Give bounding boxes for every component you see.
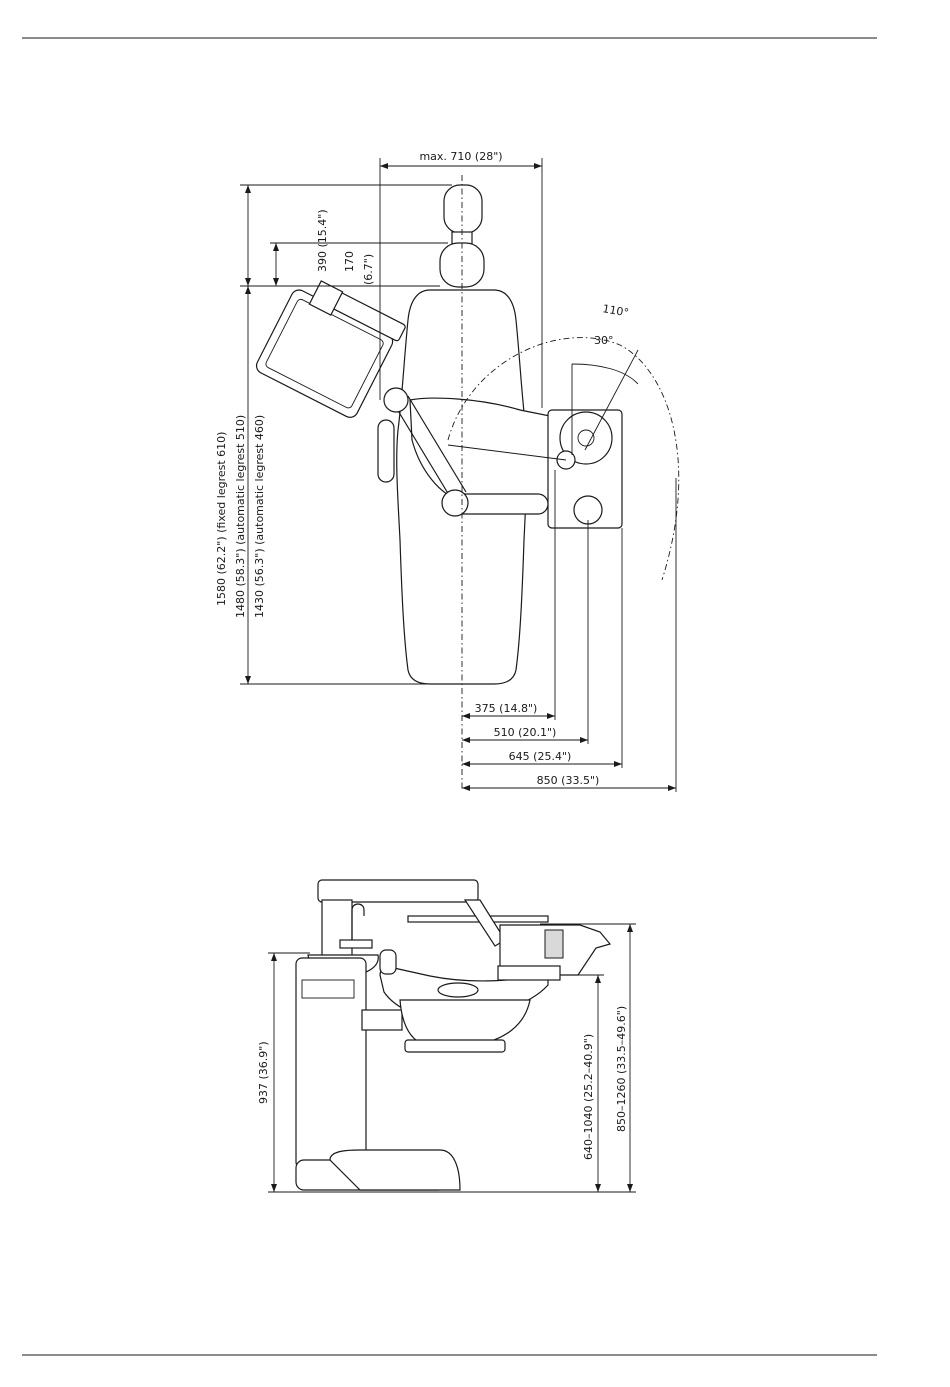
arm-joint-1 <box>384 388 408 412</box>
label-645: 645 (25.4") <box>509 750 572 763</box>
label-937: 937 (36.9") <box>257 1041 270 1104</box>
faucet <box>352 904 364 945</box>
label-850-side: 850–1260 (33.5–49.6") <box>615 1006 628 1132</box>
armrest-side <box>380 950 396 974</box>
label-1480: 1480 (58.3") (automatic legrest 510) <box>234 415 247 618</box>
label-390: 390 (15.4") <box>316 209 329 272</box>
arm-joint-2 <box>442 490 468 516</box>
label-1430: 1430 (56.3") (automatic legrest 460) <box>253 415 266 618</box>
instruments-side <box>498 966 560 980</box>
lift-column <box>362 1010 402 1030</box>
light-post <box>322 900 352 960</box>
delivery-screen-side <box>545 930 563 958</box>
label-510: 510 (20.1") <box>494 726 557 739</box>
tray-arm-link <box>465 900 505 946</box>
chair-base-side <box>405 1040 505 1052</box>
label-710: max. 710 (28") <box>419 150 502 163</box>
label-170a: 170 <box>343 251 356 272</box>
side-view: 937 (36.9") 640–1040 (25.2–40.9") 850–12… <box>257 880 636 1192</box>
label-640: 640–1040 (25.2–40.9") <box>582 1034 595 1160</box>
headrest-top <box>444 185 482 233</box>
armrest-left <box>378 420 394 482</box>
glass-filler <box>574 496 602 524</box>
top-view: max. 710 (28") 390 (15.4") 170 (6.7") 15… <box>215 150 679 792</box>
swing-arc-30 <box>572 364 638 384</box>
label-375: 375 (14.8") <box>475 702 538 715</box>
seat-cushion <box>438 983 478 997</box>
label-110: 110° <box>601 302 629 319</box>
label-30: 30° <box>594 334 614 347</box>
light-arm <box>318 880 478 902</box>
label-1580: 1580 (62.2") (fixed legrest 610) <box>215 432 228 606</box>
label-170b: (6.7") <box>362 254 375 285</box>
chair-frame-side <box>400 1000 530 1045</box>
faucet-base <box>340 940 372 948</box>
base-column <box>296 958 366 1168</box>
label-850: 850 (33.5") <box>537 774 600 787</box>
